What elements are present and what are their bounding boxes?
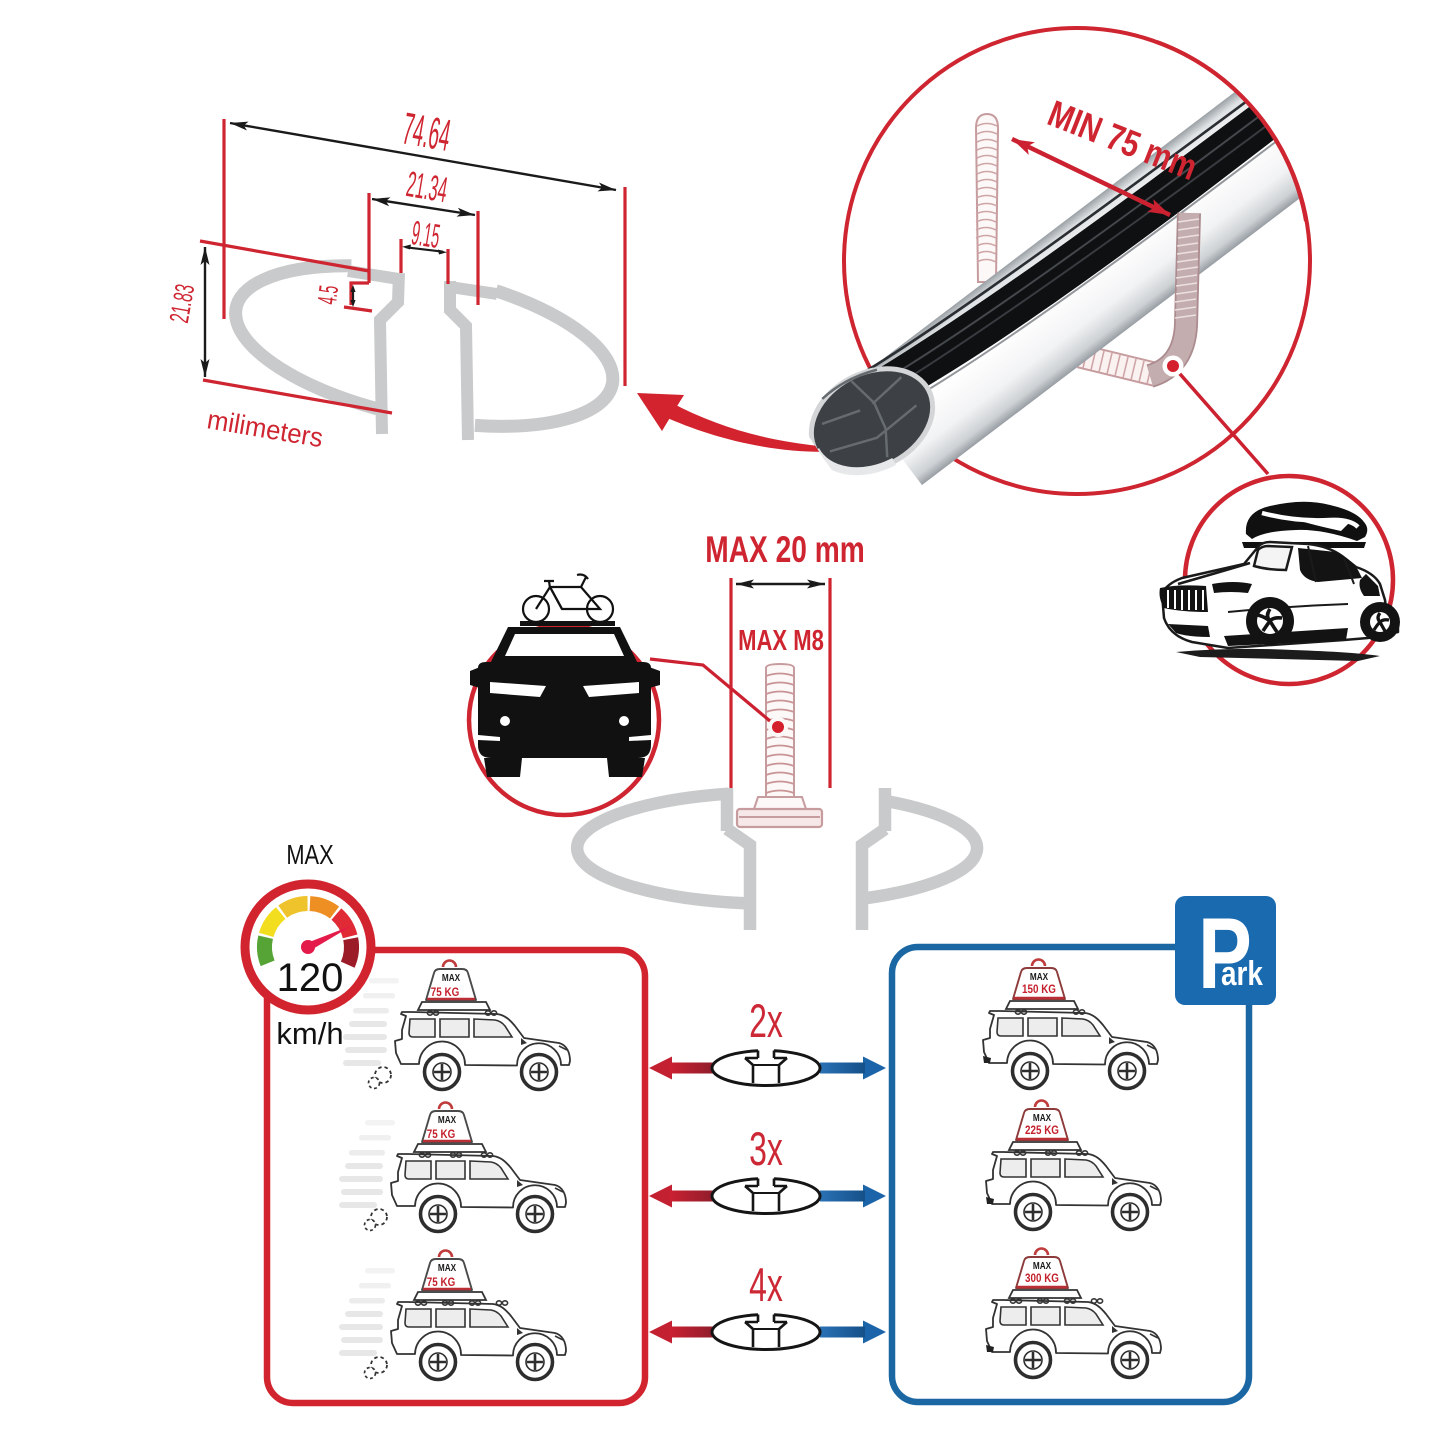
svg-text:P: P <box>1198 897 1252 1010</box>
svg-text:4x: 4x <box>749 1259 783 1312</box>
svg-text:3x: 3x <box>749 1123 783 1176</box>
svg-text:MAX 20 mm: MAX 20 mm <box>705 528 864 570</box>
svg-text:21.34: 21.34 <box>404 164 451 210</box>
svg-text:75 KG: 75 KG <box>427 1128 455 1141</box>
svg-text:75 KG: 75 KG <box>427 1276 455 1289</box>
svg-text:300 KG: 300 KG <box>1025 1272 1059 1285</box>
svg-text:75 KG: 75 KG <box>431 986 459 999</box>
svg-text:74.64: 74.64 <box>399 104 454 161</box>
svg-text:150 KG: 150 KG <box>1022 983 1056 996</box>
svg-text:km/h: km/h <box>276 1016 343 1051</box>
svg-text:ark: ark <box>1221 954 1263 992</box>
svg-text:225 KG: 225 KG <box>1025 1124 1059 1137</box>
svg-text:21.83: 21.83 <box>163 282 200 325</box>
svg-text:120: 120 <box>277 956 344 1000</box>
svg-text:4.5: 4.5 <box>312 284 344 306</box>
svg-text:MAX: MAX <box>286 839 334 870</box>
svg-text:9.15: 9.15 <box>409 213 443 256</box>
svg-text:MAX M8: MAX M8 <box>738 625 824 657</box>
svg-text:2x: 2x <box>749 995 783 1048</box>
